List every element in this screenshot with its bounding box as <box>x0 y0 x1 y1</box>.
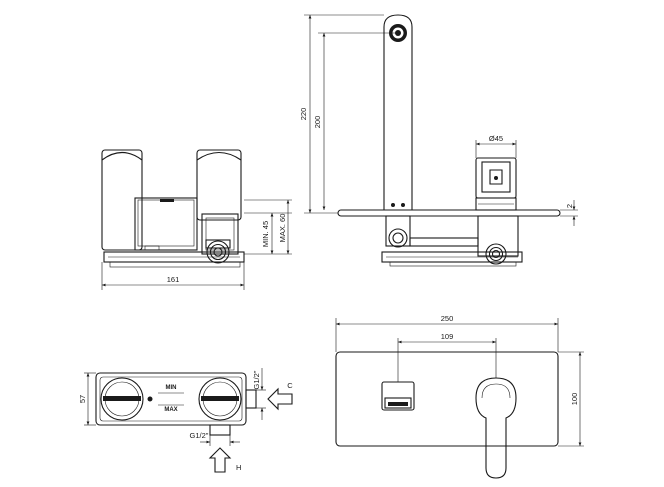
cold-inlet-arrow-icon <box>267 387 293 411</box>
dim-max-60: MAX. 60 <box>278 214 287 243</box>
dim-2: 2 <box>565 204 574 208</box>
front-view-valve-body: 161 MIN. 45 MAX. 60 <box>101 149 292 290</box>
front-view-wall-plate: 250 109 100 <box>335 314 584 479</box>
label-cold: C <box>287 381 293 390</box>
dim-250: 250 <box>441 314 454 323</box>
hot-inlet-arrow-icon <box>208 447 232 473</box>
top-view-valve-body: MIN MAX 57 G1/2" G1/2" C H <box>78 368 293 473</box>
dim-diameter-45: Ø45 <box>489 134 503 143</box>
label-min: MIN <box>166 385 177 391</box>
dim-220: 220 <box>299 108 308 121</box>
dim-200: 200 <box>313 116 322 129</box>
dim-min-45: MIN. 45 <box>261 221 270 247</box>
dim-100: 100 <box>570 393 579 406</box>
dim-109: 109 <box>441 332 454 341</box>
label-max: MAX <box>164 407 177 413</box>
dim-161: 161 <box>167 275 180 284</box>
side-view-assembly: 220 200 Ø45 2 <box>299 14 578 267</box>
thread-right: G1/2" <box>252 370 261 389</box>
dim-57: 57 <box>78 395 87 403</box>
thread-bottom: G1/2" <box>190 431 209 440</box>
label-hot: H <box>236 463 241 472</box>
